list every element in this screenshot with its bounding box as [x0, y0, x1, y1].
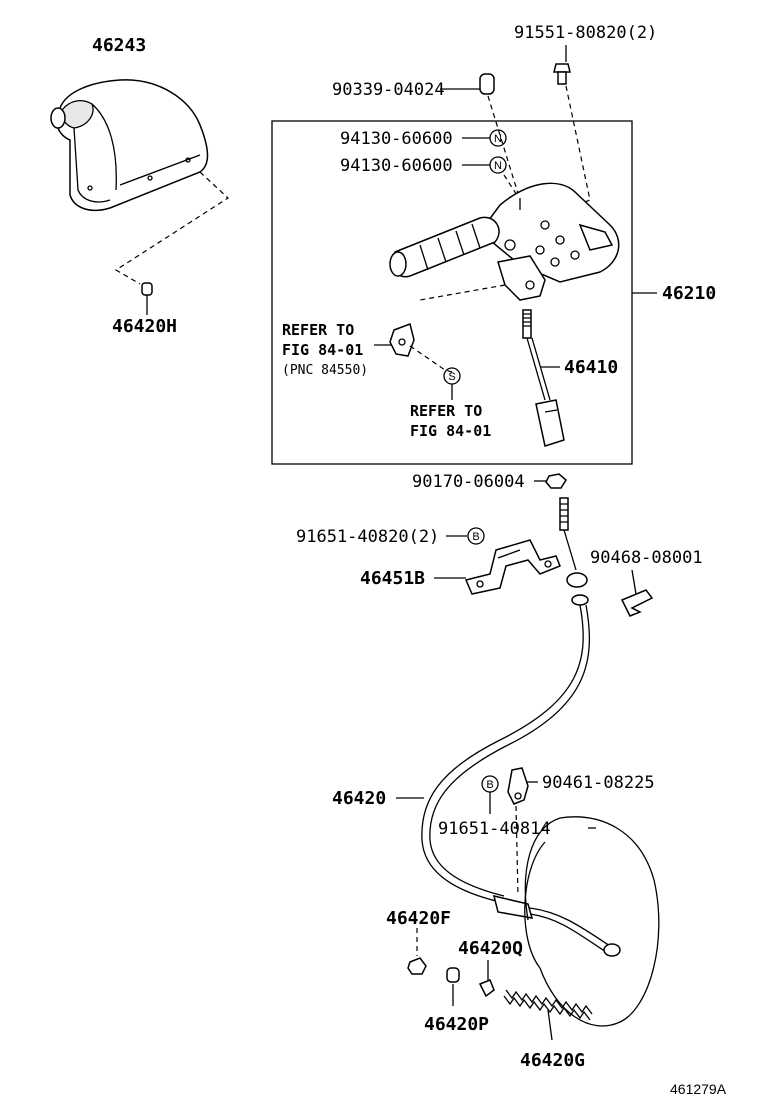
refer-clip-drawing: [389, 323, 415, 357]
refer2-line2: FIG 84-01: [410, 422, 491, 440]
brake-lever-drawing: [389, 182, 620, 301]
label-46420Q: 46420Q: [458, 938, 523, 959]
label-46210: 46210: [662, 283, 716, 304]
label-90339: 90339-04024: [332, 80, 445, 100]
clip-90461-drawing: [507, 767, 529, 805]
label-91651a: 91651-40820(2): [296, 527, 439, 547]
s-mark-letter: S: [448, 371, 455, 383]
refer1-line2: FIG 84-01: [282, 341, 363, 359]
label-46420P: 46420P: [424, 1014, 489, 1035]
label-90468: 90468-08001: [590, 548, 703, 568]
refer1-pnc: (PNC 84550): [282, 363, 368, 378]
clip-46420H-drawing: [141, 282, 153, 303]
label-90461: 90461-08225: [542, 773, 655, 793]
label-46420: 46420: [332, 788, 386, 809]
leader-46420G: [547, 1009, 553, 1041]
label-46420G: 46420G: [520, 1050, 585, 1071]
label-94130a: 94130-60600: [340, 129, 453, 149]
label-46420H: 46420H: [112, 316, 177, 337]
label-94130b: 94130-60600: [340, 156, 453, 176]
dash-refer-clip: [409, 345, 453, 373]
b-mark-1: [467, 527, 485, 545]
n-mark-2-letter: N: [494, 160, 502, 172]
cap-90339-drawing: [479, 73, 495, 95]
bush-46420P-drawing: [446, 967, 460, 983]
n-mark-1-letter: N: [494, 133, 502, 145]
label-46420F: 46420F: [386, 908, 451, 929]
dash-cap-90339: [487, 95, 521, 201]
n-mark-1: [489, 129, 507, 147]
dash-cover-clip: [114, 171, 229, 285]
cable-46420-drawing: [421, 497, 621, 957]
b-mark-2-letter: B: [486, 779, 493, 791]
clip-90468-drawing: [620, 589, 654, 617]
refer1-line1: REFER TO: [282, 321, 354, 339]
bracket-46451B-drawing: [464, 539, 561, 595]
label-91651b: 91651-40814: [438, 819, 551, 839]
nut-46420F-drawing: [407, 957, 427, 975]
brake-drum-drawing: [524, 816, 660, 1027]
spring-46420G-drawing: [503, 989, 593, 1021]
refer2-line1: REFER TO: [410, 402, 482, 420]
label-46451B: 46451B: [360, 568, 425, 589]
nut-90170-drawing: [545, 473, 567, 489]
console-cover-drawing: [50, 79, 209, 212]
label-90170: 90170-06004: [412, 472, 525, 492]
label-46243: 46243: [92, 35, 146, 56]
rod-46410-drawing: [522, 309, 565, 447]
figure-id: 461279A: [670, 1081, 727, 1097]
dash-91651b: [515, 805, 519, 897]
n-mark-2: [489, 156, 507, 174]
clip-46420Q-drawing: [478, 979, 495, 998]
label-91551: 91551-80820(2): [514, 23, 657, 43]
dash-lever-to-clip: [419, 284, 506, 301]
bolt-91551-drawing: [553, 63, 571, 85]
leader-90468: [631, 569, 637, 595]
label-46410: 46410: [564, 357, 618, 378]
b-mark-1-letter: B: [472, 531, 479, 543]
dash-nuts: [503, 174, 521, 201]
